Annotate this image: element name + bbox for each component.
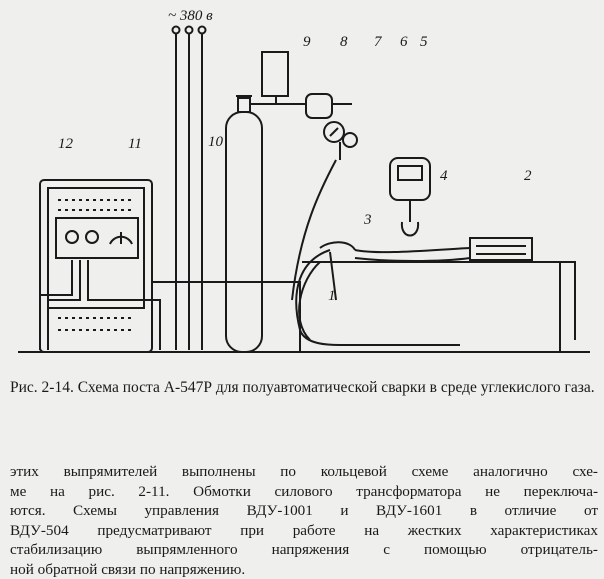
label-11: 11 xyxy=(128,136,142,152)
label-3: 3 xyxy=(363,212,372,228)
label-7: 7 xyxy=(374,34,383,50)
label-5: 5 xyxy=(420,34,428,50)
label-8: 8 xyxy=(340,34,348,50)
label-12: 12 xyxy=(58,136,74,152)
label-1: 1 xyxy=(328,288,336,304)
text-line: ной обратной связи по напряжению. xyxy=(10,560,598,579)
figure-caption: Рис. 2-14. Схема поста А-547Р для полуав… xyxy=(10,378,596,397)
label-2: 2 xyxy=(524,168,532,184)
welding-station-diagram: ~ 380 в 9 8 7 6 5 10 11 12 4 2 3 1 xyxy=(0,0,604,370)
text-line: стабилизацию выпрямленного напряжения с … xyxy=(10,540,598,560)
label-9: 9 xyxy=(303,34,311,50)
label-6: 6 xyxy=(400,34,408,50)
label-10: 10 xyxy=(208,134,224,150)
text-line: ются. Схемы управления ВДУ-1001 и ВДУ-16… xyxy=(10,501,598,521)
body-paragraph: этих выпрямителей выполнены по кольцевой… xyxy=(10,462,598,579)
text-line: ВДУ-504 предусматривают при работе на же… xyxy=(10,521,598,541)
label-4: 4 xyxy=(440,168,448,184)
label-voltage: ~ 380 в xyxy=(168,8,213,24)
text-line: этих выпрямителей выполнены по кольцевой… xyxy=(10,462,598,482)
text-line: ме на рис. 2-11. Обмотки силового трансф… xyxy=(10,482,598,502)
